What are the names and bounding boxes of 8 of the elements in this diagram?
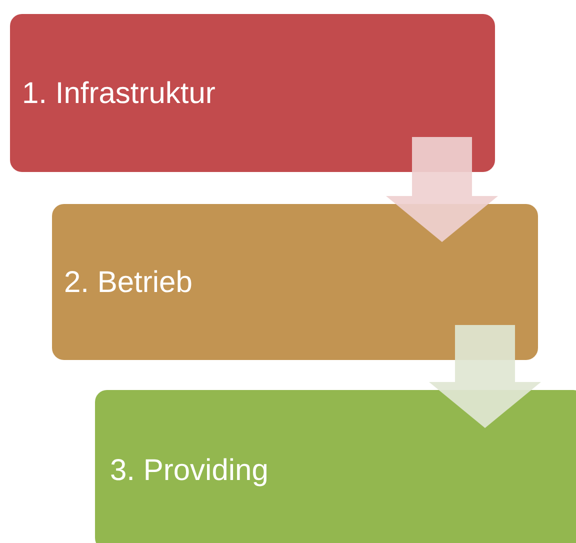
- block-arrow: [386, 137, 498, 242]
- block-arrow: [429, 325, 541, 428]
- step-label: 2. Betrieb: [64, 264, 192, 300]
- step-label: 1. Infrastruktur: [22, 76, 216, 112]
- step-box: [95, 390, 576, 543]
- step-box: [10, 14, 495, 172]
- step-label: 3. Providing: [110, 452, 268, 488]
- step-box: [52, 204, 538, 360]
